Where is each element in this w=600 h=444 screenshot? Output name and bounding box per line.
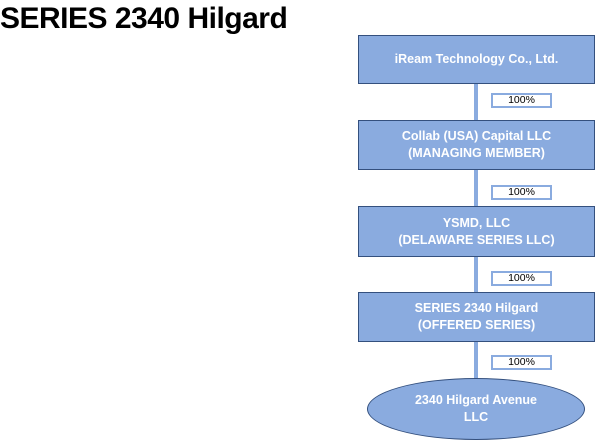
node-sublabel: (MANAGING MEMBER) (408, 146, 545, 160)
node-label: SERIES 2340 Hilgard (414, 301, 539, 315)
node-sublabel: (DELAWARE SERIES LLC) (398, 232, 555, 247)
node-label: Collab (USA) Capital LLC (401, 129, 552, 143)
node-label: YSMD, LLC (442, 215, 511, 230)
ownership-label: 100% (491, 93, 552, 108)
node-sublabel: (OFFERED SERIES) (417, 318, 536, 332)
node-iream: iReam Technology Co., Ltd. (358, 35, 595, 84)
node-hilgard-llc: 2340 Hilgard Avenue LLC (367, 378, 585, 440)
connector-line (474, 257, 478, 292)
ownership-label: 100% (491, 271, 552, 286)
node-label: 2340 Hilgard Avenue (414, 393, 538, 407)
connector-line (474, 84, 478, 120)
connector-line (474, 170, 478, 206)
node-label: iReam Technology Co., Ltd. (394, 52, 559, 66)
node-series: SERIES 2340 Hilgard (OFFERED SERIES) (358, 292, 595, 342)
node-collab: Collab (USA) Capital LLC (MANAGING MEMBE… (358, 120, 595, 170)
page-title: SERIES 2340 Hilgard (0, 2, 288, 35)
ownership-label: 100% (491, 355, 552, 370)
connector-line (474, 342, 478, 379)
node-ysmd: YSMD, LLC (DELAWARE SERIES LLC) (358, 206, 595, 257)
ownership-label: 100% (491, 185, 552, 200)
node-sublabel: LLC (463, 410, 489, 424)
